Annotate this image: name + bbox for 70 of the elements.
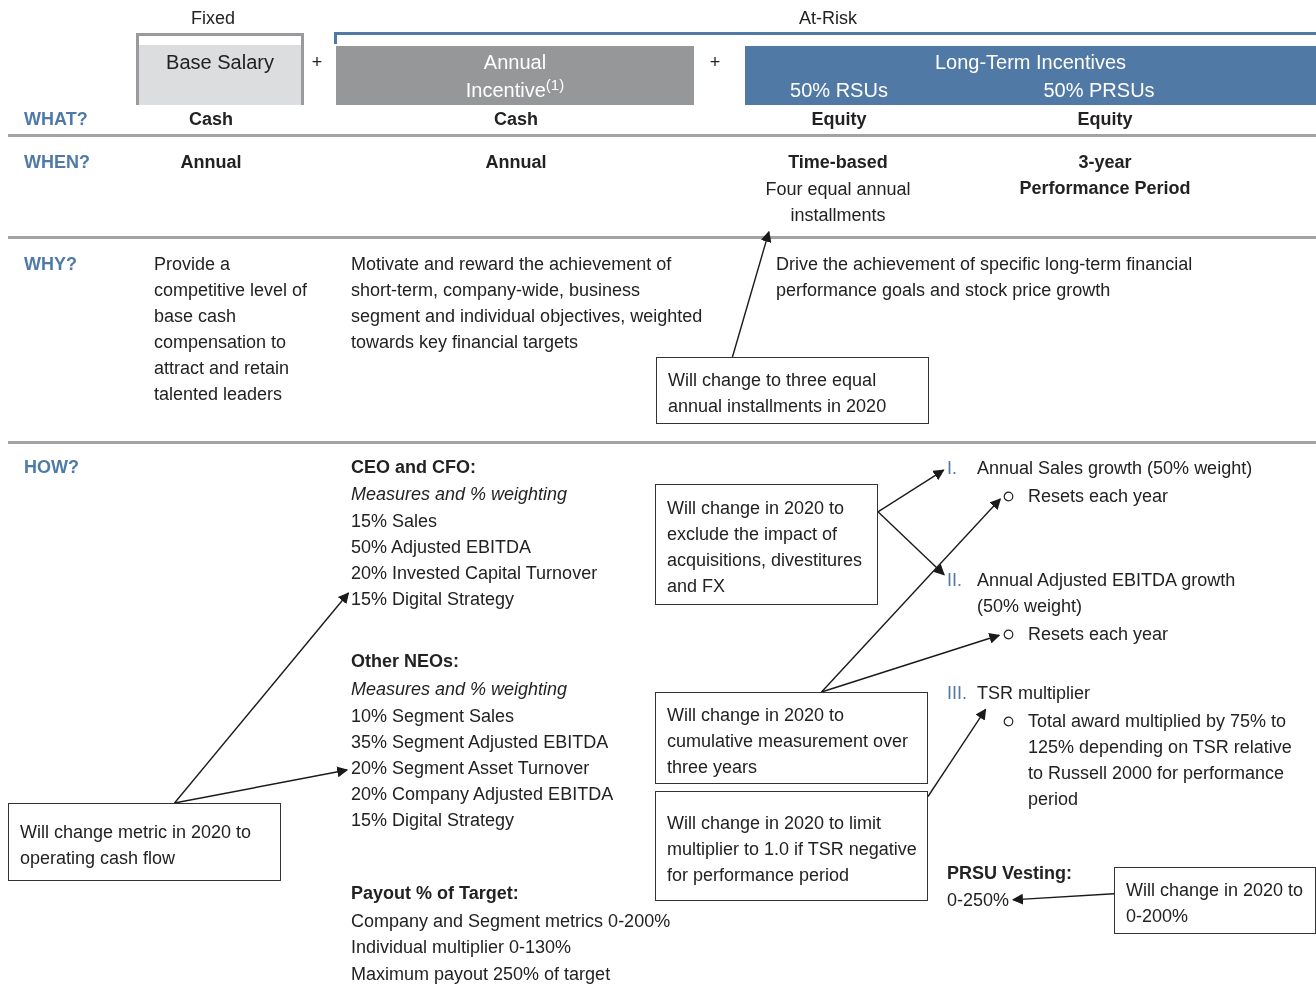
- arrow: [173, 766, 349, 804]
- text-label: 10% Segment Sales: [351, 705, 516, 728]
- text-label: 15% Digital Strategy: [351, 809, 516, 832]
- list-numeral: III.: [947, 682, 968, 705]
- row-heading: WHEN?: [24, 151, 91, 174]
- callout-box: Will change to three equal annual installments in 2020: [656, 357, 929, 424]
- subheading: Measures and % weighting: [351, 483, 569, 506]
- component-box: Annual Incentive$^{(1)}$: [336, 46, 694, 105]
- text-label: 20% Company Adjusted EBITDA: [351, 783, 615, 806]
- text-label: 35% Segment Adjusted EBITDA: [351, 731, 610, 754]
- column-heading: Annual: [484, 151, 548, 174]
- text-label: 20% Segment Asset Turnover: [351, 755, 590, 781]
- column-heading: PRSU Vesting:: [947, 862, 1074, 885]
- text-label: Total award multiplied by 75% to 125% depending on TSR relative to Russell 2000 for performance period: [1028, 710, 1293, 811]
- column-heading: Cash: [188, 108, 234, 131]
- text-label: +: [310, 51, 324, 74]
- column-heading: Other NEOs:: [351, 650, 461, 673]
- column-heading: Annual: [179, 151, 243, 174]
- text-label: +: [708, 51, 722, 74]
- component-box: [745, 46, 1316, 105]
- text-label: 0-250%: [947, 887, 1010, 913]
- callout-box: Will change in 2020 to cumulative measurement over three years: [655, 692, 928, 784]
- column-heading: Cash: [493, 108, 539, 131]
- text-label: Maximum payout 250% of target: [351, 963, 612, 986]
- arrow: [877, 511, 945, 576]
- list-item: Resets each year: [1028, 623, 1169, 646]
- text-label: 15% Sales: [351, 510, 439, 533]
- callout-box: Will change in 2020 to exclude the impact of acquisitions, divestitures and FX: [655, 484, 878, 605]
- arrow: [927, 708, 987, 798]
- text-label: Drive the achievement of specific long-term financial performance goals and stock price growth: [776, 253, 1194, 302]
- list-numeral: II.: [947, 569, 963, 592]
- column-heading: CEO and CFO:: [351, 456, 477, 479]
- text-label: Motivate and reward the achievement of short-term, company-wide, business segment and individual objectives, weighted towards key financial targets: [351, 253, 704, 354]
- arrow: [1011, 893, 1115, 905]
- list-item: Annual Sales growth (50% weight): [977, 457, 1254, 480]
- text-label: 15% Digital Strategy: [351, 586, 515, 612]
- arrow: [820, 498, 1002, 693]
- column-heading: Performance Period: [1018, 177, 1192, 200]
- column-heading: Equity: [1076, 108, 1134, 131]
- text-label: Four equal annual installments: [753, 176, 923, 228]
- callout-box: Will change in 2020 to limit multiplier to 1.0 if TSR negative for performance period: [655, 791, 928, 901]
- component-box: Base Salary: [136, 33, 304, 105]
- callout-box: Will change in 2020 to 0-200%: [1114, 867, 1316, 934]
- callout-box: Will change metric in 2020 to operating cash flow: [8, 803, 281, 881]
- row-heading: WHY?: [24, 253, 78, 276]
- row-heading: HOW?: [24, 456, 80, 479]
- text-label: Provide a competitive level of base cash compensation to attract and retain talented leaders: [154, 253, 309, 406]
- text-label: 20% Invested Capital Turnover: [351, 562, 599, 585]
- column-heading: Time-based: [787, 151, 889, 174]
- text-label: Individual multiplier 0-130%: [351, 936, 573, 959]
- arrow: [731, 230, 772, 358]
- box-label: 50% RSUs: [790, 79, 888, 101]
- column-heading: 3-year: [1077, 151, 1133, 174]
- arrow: [173, 592, 350, 804]
- subheading: Measures and % weighting: [351, 678, 569, 701]
- arrow: [877, 469, 945, 513]
- box-label: 50% PRSUs: [1043, 79, 1155, 101]
- text-label: At-Risk: [798, 7, 858, 30]
- list-item: Resets each year: [1028, 485, 1169, 508]
- list-item: TSR multiplier: [977, 682, 1092, 705]
- column-heading: Equity: [810, 108, 868, 131]
- list-numeral: I.: [947, 457, 958, 480]
- column-heading: Payout % of Target:: [351, 882, 520, 905]
- text-label: 50% Adjusted EBITDA: [351, 536, 533, 559]
- arrow: [820, 633, 1001, 693]
- box-heading: Long-Term Incentives: [934, 51, 1127, 73]
- row-heading: WHAT?: [24, 108, 89, 131]
- text-label: Company and Segment metrics 0-200%: [351, 910, 672, 933]
- list-item: Annual Adjusted EBITDA growth (50% weight): [977, 569, 1237, 618]
- text-label: Fixed: [190, 7, 236, 30]
